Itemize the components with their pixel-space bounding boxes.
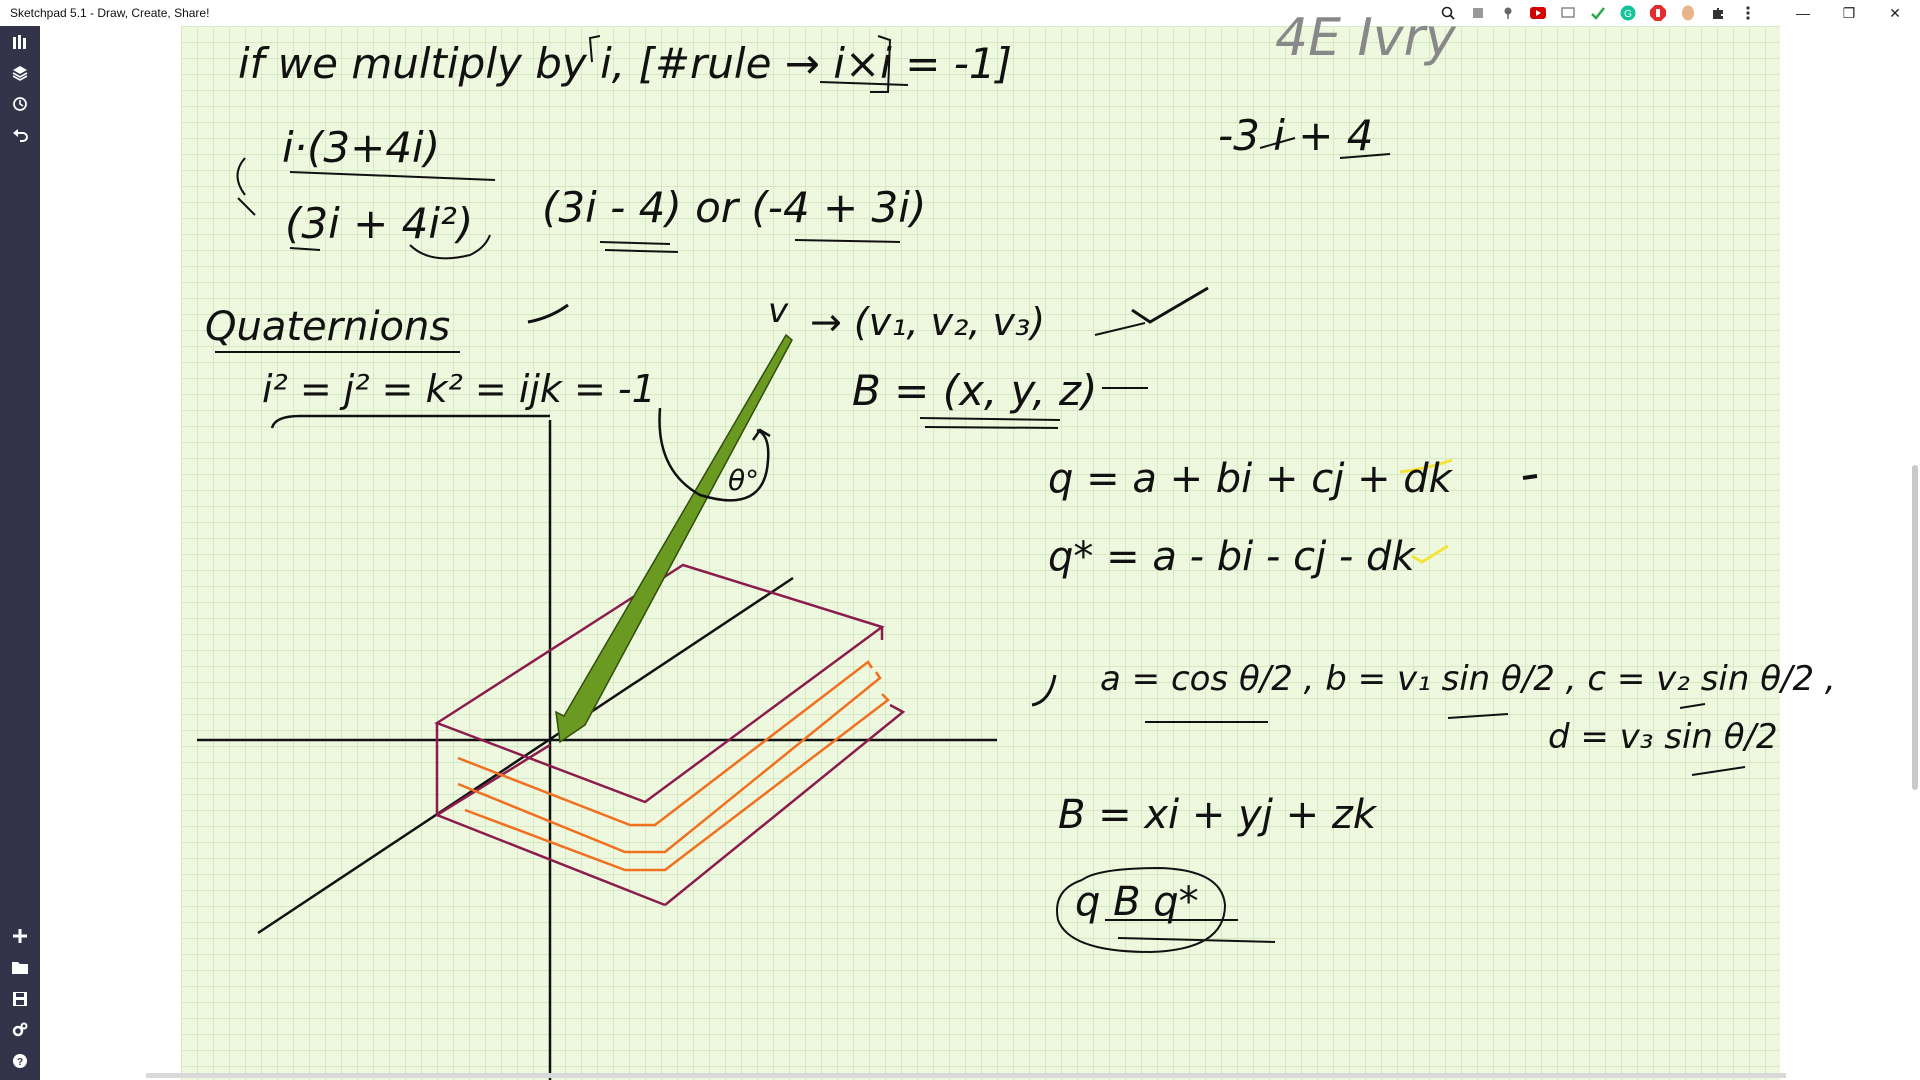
folder-icon[interactable] xyxy=(10,957,30,977)
check-mark xyxy=(527,303,569,324)
drawing-paper[interactable] xyxy=(181,26,1780,1080)
q-formula: q = a + bi + cj + dk xyxy=(1048,456,1454,502)
d-formula: d = v₃ sin θ/2 xyxy=(1548,717,1778,757)
pin-icon[interactable] xyxy=(1500,5,1516,21)
check-ext-icon[interactable] xyxy=(1590,5,1606,21)
history-icon[interactable] xyxy=(10,94,30,114)
note-line-2b: (3i + 4i²) xyxy=(285,199,473,248)
grammarly-icon[interactable]: G xyxy=(1620,5,1636,21)
title-bar: Sketchpad 5.1 - Draw, Create, Share! G xyxy=(0,0,1920,26)
zoom-icon[interactable] xyxy=(1440,5,1456,21)
note-line-2a: i·(3+4i) xyxy=(282,123,440,172)
youtube-icon[interactable] xyxy=(1530,5,1546,21)
window-title: Sketchpad 5.1 - Draw, Create, Share! xyxy=(10,6,210,20)
check-mark xyxy=(1031,674,1057,707)
extensions-icon[interactable] xyxy=(1710,5,1726,21)
note-line-1: if we multiply by i, [#rule → i×i = -1] xyxy=(238,39,1012,88)
highlight-check xyxy=(1411,544,1449,564)
add-icon[interactable] xyxy=(10,926,30,946)
browser-extensions: G xyxy=(1440,4,1770,22)
menu-icon[interactable] xyxy=(1740,5,1756,21)
qbq-product: q B q* xyxy=(1075,879,1199,925)
svg-text:?: ? xyxy=(17,1057,23,1068)
vertical-scrollbar[interactable] xyxy=(1912,465,1918,790)
layers-icon[interactable] xyxy=(10,63,30,83)
highlight-check xyxy=(1399,458,1453,474)
abc-formula: a = cos θ/2 , b = v₁ sin θ/2 , c = v₂ si… xyxy=(1100,659,1836,699)
horizontal-scrollbar[interactable] xyxy=(146,1073,1786,1078)
save-icon[interactable] xyxy=(10,989,30,1009)
b-expansion: B = xi + yj + zk xyxy=(1058,792,1378,838)
svg-text:G: G xyxy=(1624,9,1632,20)
close-button[interactable]: ✕ xyxy=(1889,4,1901,21)
theta-label: θ° xyxy=(728,464,759,497)
book-pages xyxy=(457,660,890,872)
ext-circle-icon[interactable] xyxy=(1680,5,1696,21)
v-label: v xyxy=(768,291,789,331)
quaternion-rule: i² = j² = k² = ijk = -1 xyxy=(262,367,656,411)
minimize-button[interactable]: — xyxy=(1796,5,1810,21)
q-star-formula: q* = a - bi - cj - dk xyxy=(1048,534,1416,580)
note-top-right-a: 4E Ivry xyxy=(1275,8,1457,68)
tools-icon[interactable] xyxy=(10,32,30,52)
check-mark xyxy=(1131,286,1209,324)
theta-arc xyxy=(658,407,770,502)
v-components: → (v₁, v₂, v₃) xyxy=(810,300,1045,344)
ink-dot xyxy=(1522,474,1538,480)
theta-arrowhead xyxy=(751,428,771,441)
screen-icon[interactable] xyxy=(1560,5,1576,21)
quaternions-title: Quaternions xyxy=(205,304,450,350)
note-line-2c: (3i - 4) or (-4 + 3i) xyxy=(542,183,926,232)
adblock-icon[interactable] xyxy=(1650,5,1666,21)
help-icon[interactable]: ? xyxy=(10,1051,30,1071)
vector-arrow xyxy=(555,333,793,744)
restore-button[interactable]: ❐ xyxy=(1842,4,1856,21)
puzzle-ext-icon[interactable] xyxy=(1470,5,1486,21)
formula-decorations xyxy=(215,35,1746,954)
sidebar: ? xyxy=(0,26,40,1080)
underline-quat-rule xyxy=(270,414,550,429)
settings-icon[interactable] xyxy=(10,1020,30,1040)
book-drawing xyxy=(434,563,906,907)
note-top-right-b: -3 i + 4 xyxy=(1218,111,1374,160)
undo-icon[interactable] xyxy=(10,125,30,145)
b-vector: B = (x, y, z) xyxy=(852,366,1097,415)
